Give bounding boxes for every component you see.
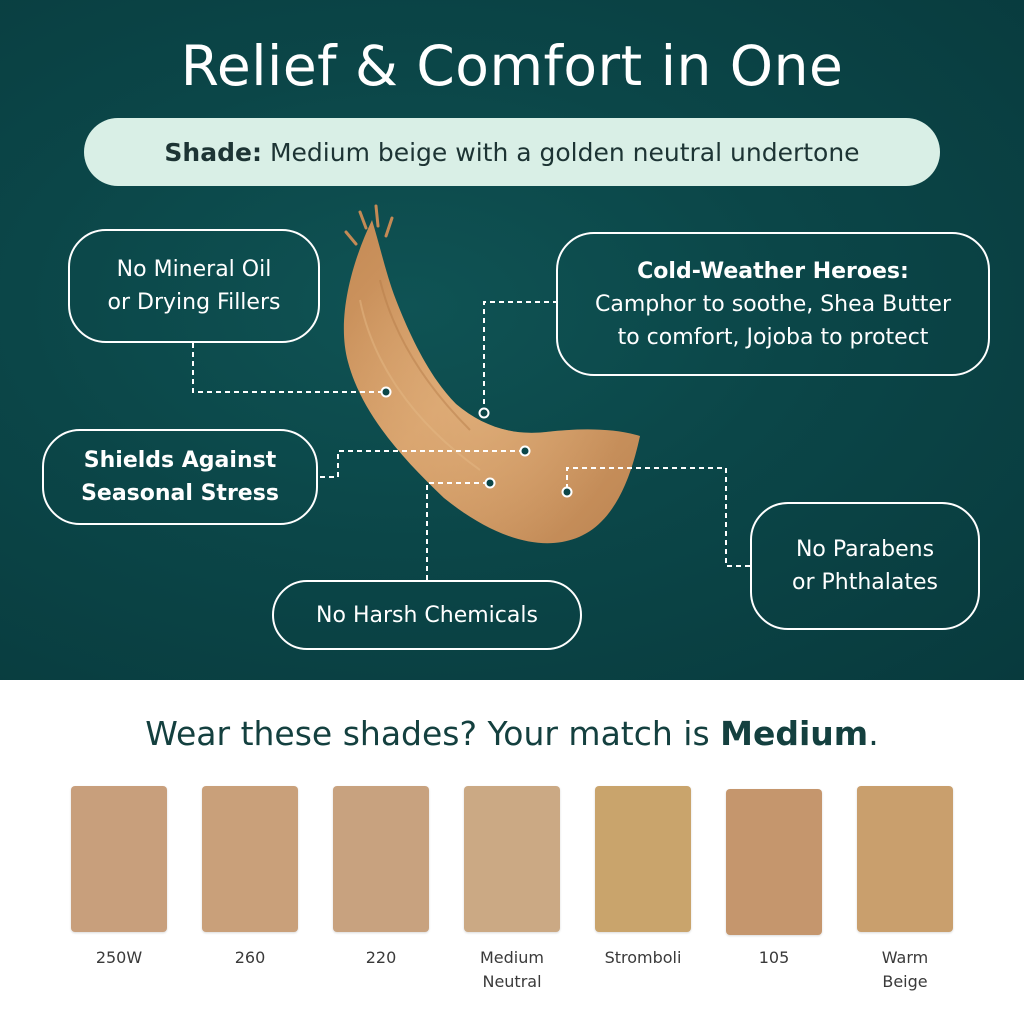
- page-title: Relief & Comfort in One: [180, 34, 844, 98]
- shade-pill: Shade: Medium beige with a golden neutra…: [84, 118, 940, 186]
- shade-label: Shade:: [164, 137, 262, 167]
- shade-label-stromboli: Stromboli: [604, 948, 682, 967]
- cream-swatch: [343, 204, 640, 544]
- callout-line: to comfort, Jojoba to protect: [617, 324, 929, 350]
- connector-harsh: [426, 482, 490, 580]
- callout-line: No Parabens: [795, 537, 935, 562]
- callout-line: or Drying Fillers: [107, 290, 281, 315]
- callout-shields-against-stress: Shields Against Seasonal Stress: [42, 429, 318, 525]
- shade-match-heading: Wear these shades? Your match is Medium.: [0, 714, 1024, 753]
- shade-label-105: 105: [758, 948, 790, 967]
- connector-dots: [380, 386, 573, 498]
- shade-chip-250w: [71, 786, 167, 932]
- shade-chip-warm-beige: [857, 786, 953, 932]
- hero-section: Relief & Comfort in One Shade: Medium be…: [0, 0, 1024, 680]
- callout-heading: Cold-Weather Heroes:: [637, 258, 909, 284]
- product-swatch-graphic: [192, 204, 750, 580]
- shade-chip-105: [726, 789, 822, 935]
- match-suffix: .: [868, 714, 879, 753]
- connector-shields: [320, 450, 525, 478]
- callout-line: Seasonal Stress: [81, 481, 279, 506]
- connector-lines: [192, 301, 750, 580]
- shade-label-250w: 250W: [95, 948, 143, 967]
- shade-chip-260: [202, 786, 298, 932]
- match-shade: Medium: [720, 714, 869, 753]
- connector-cold: [483, 301, 558, 412]
- shade-chip-medium-neutral: [464, 786, 560, 932]
- callout-no-mineral-oil: No Mineral Oil or Drying Fillers: [68, 229, 320, 343]
- match-prefix: Wear these shades? Your match is: [145, 714, 721, 753]
- connector-mineral: [192, 343, 386, 393]
- callout-line: Camphor to soothe, Shea Butter: [594, 291, 952, 317]
- connector-parabens: [566, 467, 750, 567]
- callout-cold-weather-heroes: Cold-Weather Heroes: Camphor to soothe, …: [556, 232, 990, 376]
- shade-description: Medium beige with a golden neutral under…: [269, 137, 860, 167]
- callout-line: Shields Against: [83, 448, 277, 473]
- shade-label-220: 220: [365, 948, 397, 967]
- shade-chip-220: [333, 786, 429, 932]
- callout-line: No Mineral Oil: [116, 257, 272, 282]
- callout-line: No Harsh Chemicals: [316, 602, 538, 628]
- callout-no-parabens: No Parabens or Phthalates: [750, 502, 980, 630]
- shade-chip-stromboli: [595, 786, 691, 932]
- callout-line: or Phthalates: [792, 570, 938, 595]
- shade-label-260: 260: [234, 948, 266, 967]
- callout-no-harsh-chemicals: No Harsh Chemicals: [272, 580, 582, 650]
